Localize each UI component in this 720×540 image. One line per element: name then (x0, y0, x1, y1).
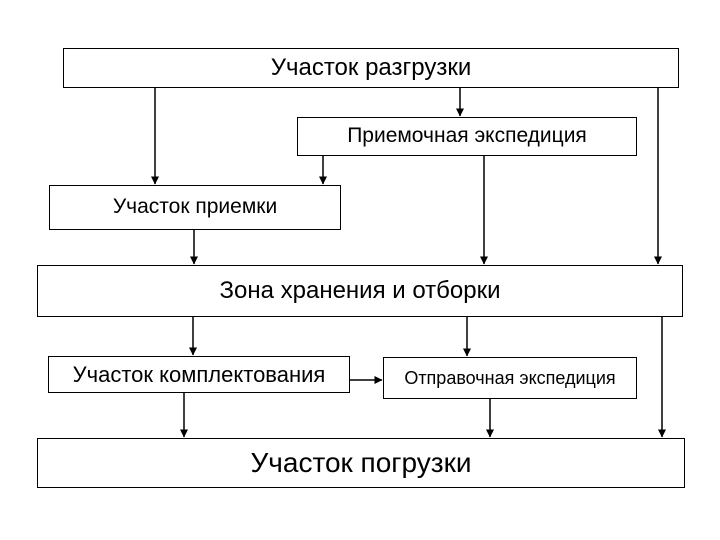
node-unloading: Участок разгрузки (63, 48, 679, 88)
node-loading: Участок погрузки (37, 438, 685, 488)
node-picking: Участок комплектования (48, 356, 350, 393)
node-picking-label: Участок комплектования (72, 361, 326, 387)
node-dispatch-expedition-label: Отправочная экспедиция (404, 367, 616, 388)
node-storage-selection-label: Зона хранения и отборки (219, 277, 501, 305)
node-loading-label: Участок погрузки (250, 447, 472, 479)
node-unloading-label: Участок разгрузки (270, 54, 472, 82)
node-receiving-expedition-label: Приемочная экспедиция (347, 124, 587, 148)
node-storage-selection: Зона хранения и отборки (37, 265, 683, 317)
node-dispatch-expedition: Отправочная экспедиция (383, 357, 637, 399)
node-receiving-expedition: Приемочная экспедиция (297, 117, 637, 156)
node-receiving-label: Участок приемки (112, 195, 278, 219)
node-receiving: Участок приемки (49, 185, 341, 230)
